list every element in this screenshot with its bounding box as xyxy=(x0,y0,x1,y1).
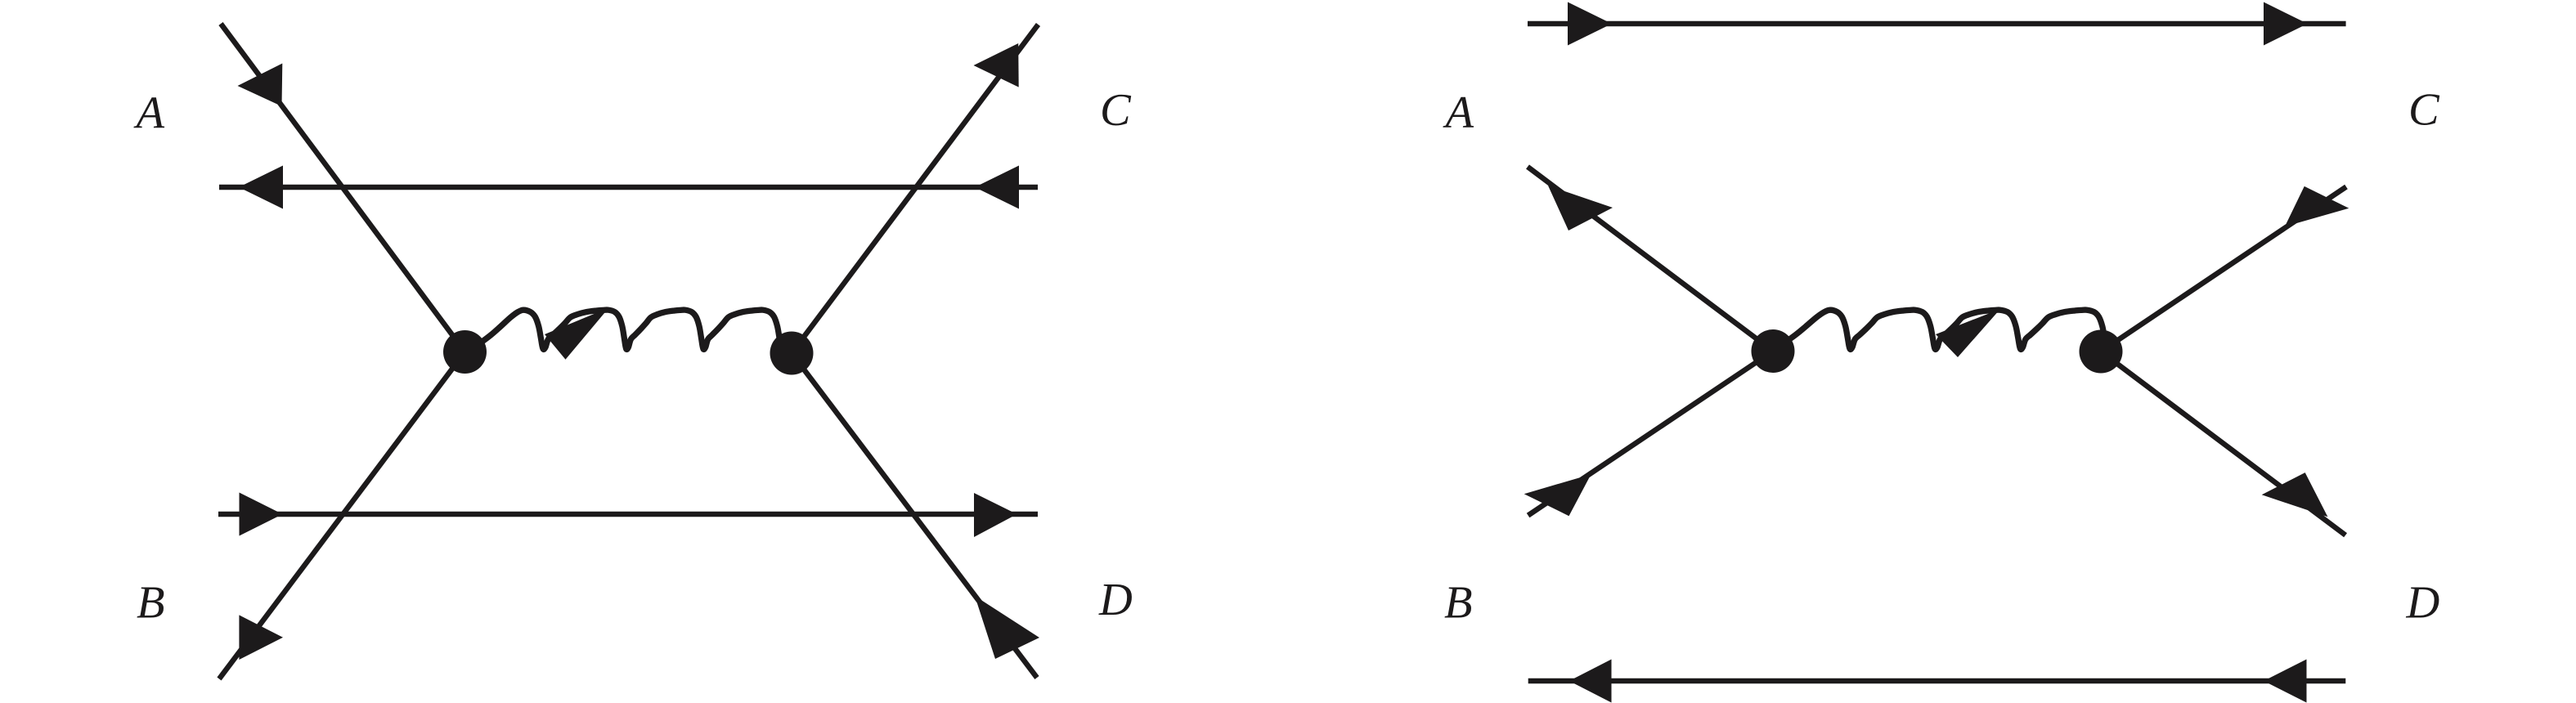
svg-text:B: B xyxy=(137,578,165,629)
svg-text:D: D xyxy=(1098,575,1133,625)
svg-text:D: D xyxy=(2406,578,2440,629)
svg-text:B: B xyxy=(1444,578,1473,629)
svg-text:C: C xyxy=(1100,85,1132,136)
svg-text:A: A xyxy=(133,87,165,138)
svg-text:A: A xyxy=(1443,87,1474,138)
svg-text:C: C xyxy=(2408,85,2440,136)
